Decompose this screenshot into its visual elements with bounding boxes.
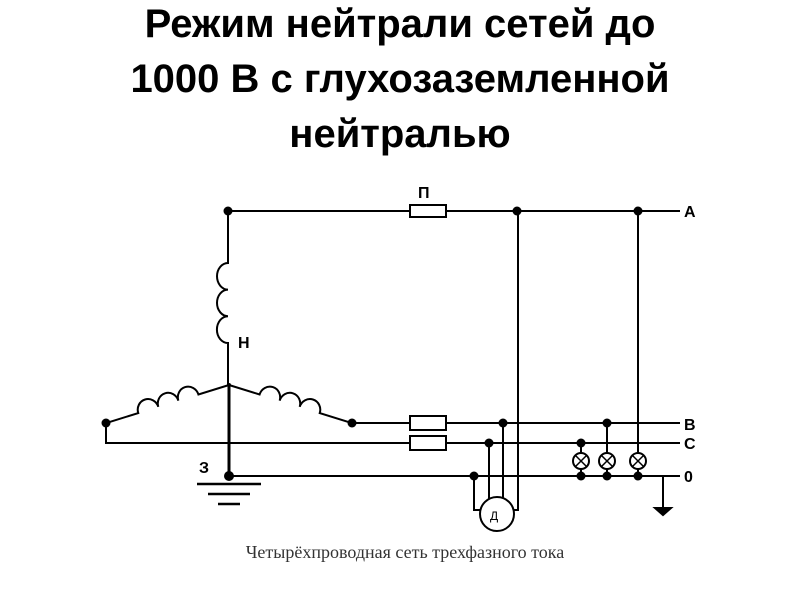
phase-a-label: A — [684, 204, 696, 221]
fuse-label: П — [418, 185, 430, 202]
phase-c-label: C — [684, 436, 696, 453]
neutral-point-label: Н — [238, 335, 250, 352]
lamp-connections — [580, 211, 639, 476]
slide-title-line-1: Режим нейтрали сетей до — [144, 2, 656, 46]
motor-connections — [473, 211, 519, 511]
neutral-label: 0 — [684, 469, 693, 486]
phase-b-label: B — [684, 417, 696, 434]
diagram-caption: Четырёхпроводная сеть трехфазного тока — [246, 542, 565, 562]
winding-a-coil — [215, 211, 229, 385]
fuse-a — [409, 204, 447, 218]
junction-dots — [101, 206, 643, 481]
fuse-b — [409, 415, 447, 431]
lamp-icon — [629, 452, 647, 470]
fuse-c — [409, 435, 447, 451]
ground-label: З — [199, 460, 209, 477]
motor-icon — [479, 496, 515, 532]
ground-icon — [197, 482, 261, 506]
slide-title-line-3: нейтралью — [289, 112, 511, 156]
winding-c-coil — [105, 384, 230, 425]
motor-label: Д — [490, 509, 498, 523]
lamp-icon — [572, 452, 590, 470]
phase-c-wire — [105, 423, 680, 444]
neutral-ground-icon — [652, 476, 674, 517]
lamp-icon — [598, 452, 616, 470]
slide-title-line-2: 1000 В с глухозаземленной — [130, 57, 670, 101]
winding-b-coil — [228, 384, 353, 425]
